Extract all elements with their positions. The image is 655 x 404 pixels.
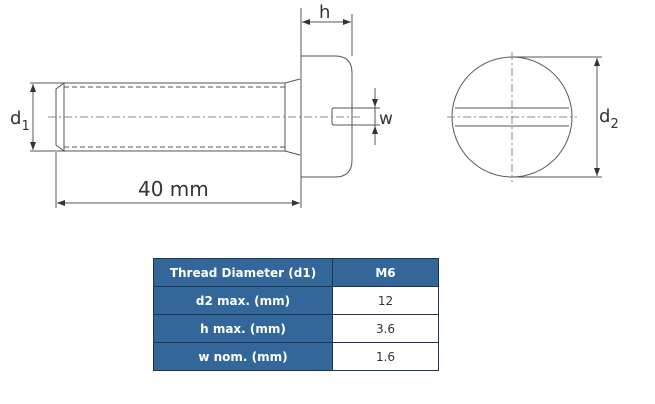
dimensions-table: Thread Diameter (d1) M6 d2 max. (mm) 12 … <box>153 258 439 371</box>
row-value: 12 <box>332 286 439 315</box>
row-value: 1.6 <box>332 342 439 371</box>
table-row: d2 max. (mm) 12 <box>153 286 439 315</box>
d1-label: d1 <box>10 108 30 134</box>
table-row: w nom. (mm) 1.6 <box>153 342 439 371</box>
length-label: 40 mm <box>138 177 209 201</box>
header-value: M6 <box>332 258 439 287</box>
row-label: w nom. (mm) <box>153 342 333 371</box>
screw-head <box>300 55 353 178</box>
header-label: Thread Diameter (d1) <box>153 258 333 287</box>
screw-drawing: d1 40 mm h w d2 <box>10 2 619 208</box>
row-label: d2 max. (mm) <box>153 286 333 315</box>
row-value: 3.6 <box>332 314 439 343</box>
h-label: h <box>319 2 330 23</box>
table-row: h max. (mm) 3.6 <box>153 314 439 343</box>
d2-label: d2 <box>599 106 619 132</box>
screw-shank <box>55 78 301 156</box>
w-label: w <box>379 109 393 129</box>
table-header-row: Thread Diameter (d1) M6 <box>153 258 439 287</box>
row-label: h max. (mm) <box>153 314 333 343</box>
